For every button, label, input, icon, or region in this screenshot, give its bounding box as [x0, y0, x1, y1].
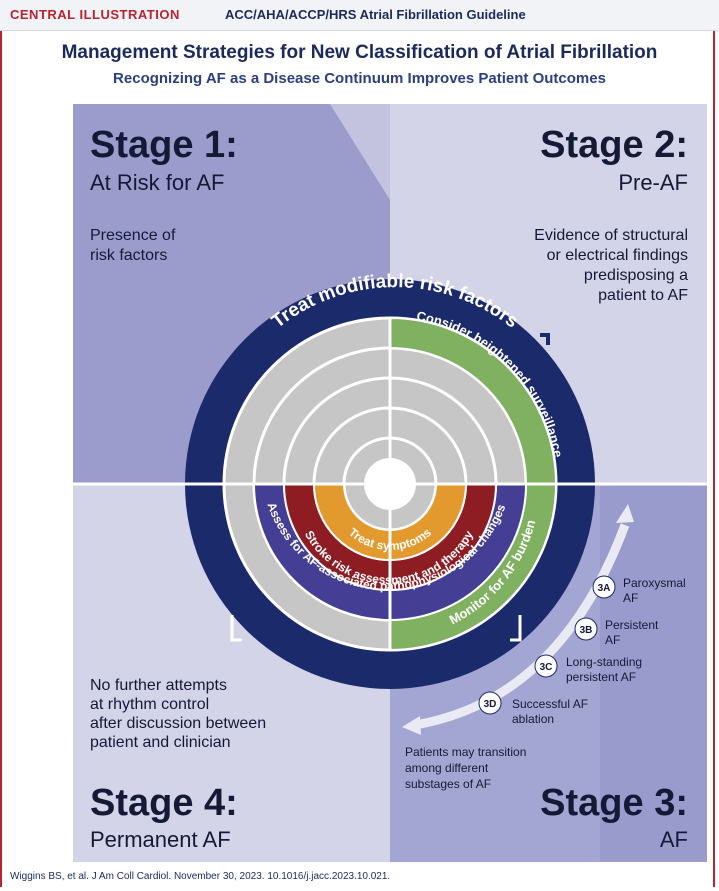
substage-code: 3A [598, 583, 611, 594]
substage-3c: 3C Long-standing persistent AF [534, 654, 642, 684]
transition-note: among different [405, 761, 489, 775]
stage2-description: predisposing a [584, 267, 688, 284]
guideline-name: ACC/AHA/ACCP/HRS Atrial Fibrillation Gui… [225, 7, 526, 22]
stage3-title: Stage 3: [540, 782, 688, 824]
stage1-description: risk factors [90, 247, 167, 264]
stage4-title: Stage 4: [90, 782, 238, 824]
transition-note: Patients may transition [405, 745, 526, 759]
substage-label: Long-standing [566, 655, 642, 669]
stage2-subtitle: Pre-AF [618, 170, 688, 195]
stage2-title: Stage 2: [540, 124, 688, 166]
substage-label: Paroxysmal [623, 576, 686, 590]
substage-code: 3D [484, 699, 497, 710]
substage-3b: 3B Persistent AF [574, 617, 659, 647]
citation: Wiggins BS, et al. J Am Coll Cardiol. No… [10, 871, 391, 882]
stage4-subtitle: Permanent AF [90, 827, 231, 852]
central-illustration-label: CENTRAL ILLUSTRATION [10, 7, 180, 22]
stage4-description: No further attempts [90, 677, 227, 694]
substage-label: persistent AF [566, 670, 636, 684]
bracket-arrow [510, 615, 522, 642]
stage2-description: patient to AF [598, 287, 688, 304]
transition-arrowtail [402, 716, 421, 735]
transition-note: substages of AF [405, 777, 491, 791]
substage-3a: 3A Paroxysmal AF [592, 575, 686, 605]
stage3-inner-panel [600, 484, 707, 862]
stage4-description: patient and clinician [90, 734, 231, 751]
stage4-description: at rhythm control [90, 696, 209, 713]
substage-label: AF [605, 633, 620, 647]
bracket-arrow [230, 615, 242, 642]
header-band: CENTRAL ILLUSTRATION ACC/AHA/ACCP/HRS At… [0, 0, 719, 31]
stage3-subtitle: AF [660, 827, 688, 852]
transition-arrowhead [616, 504, 634, 523]
symptoms-band [312, 483, 468, 561]
substage-code: 3C [540, 662, 553, 673]
stage1-title: Stage 1: [90, 124, 238, 166]
stage2-description: or electrical findings [547, 247, 688, 264]
substage-label: Successful AF [512, 697, 588, 711]
stage4-description: after discussion between [90, 715, 266, 732]
substage-label: AF [623, 591, 638, 605]
substage-label: ablation [512, 712, 554, 726]
substage-label: Persistent [605, 618, 659, 632]
figure-title: Management Strategies for New Classifica… [61, 42, 658, 63]
stage1-corner-notch [330, 104, 390, 200]
stage2-description: Evidence of structural [534, 227, 688, 244]
stage1-description: Presence of [90, 227, 176, 244]
stage1-subtitle: At Risk for AF [90, 170, 224, 195]
figure-subtitle: Recognizing AF as a Disease Continuum Im… [113, 70, 606, 87]
substage-code: 3B [580, 625, 593, 636]
substage-3d: 3D Successful AF ablation [478, 691, 588, 726]
bracket-arrow [540, 333, 550, 345]
